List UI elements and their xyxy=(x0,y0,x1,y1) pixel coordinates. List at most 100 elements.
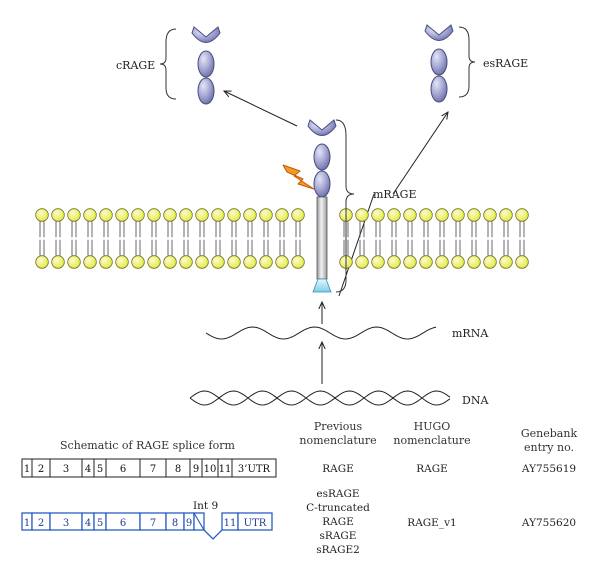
inner-lipid-head xyxy=(227,255,241,269)
outer-lipid-head xyxy=(419,208,433,222)
row2-hugo: RAGE_v1 xyxy=(407,517,456,529)
schematic-header: Schematic of RAGE splice form xyxy=(60,439,235,452)
v1-exon-6: 6 xyxy=(120,518,126,529)
esrage-protein xyxy=(424,24,454,103)
v1-exon-3: 3 xyxy=(63,518,69,529)
outer-lipid-head xyxy=(275,208,289,222)
esrage-label: esRAGE xyxy=(483,57,528,70)
crage-v-domain xyxy=(191,26,221,43)
crage-label: cRAGE xyxy=(116,59,155,72)
inner-lipid-head xyxy=(195,255,209,269)
inner-lipid-head xyxy=(243,255,257,269)
v1-exon-7: 7 xyxy=(150,518,156,529)
rage-splice-schematic: 1 2 3 4 5 6 7 8 9 10 11 3’UTR xyxy=(21,458,277,478)
outer-lipid-head xyxy=(211,208,225,222)
exon-8: 8 xyxy=(175,464,181,475)
inner-lipid-head xyxy=(291,255,305,269)
outer-lipid-head xyxy=(355,208,369,222)
outer-lipid-head xyxy=(499,208,513,222)
outer-lipid-head xyxy=(195,208,209,222)
lipid-bilayer xyxy=(35,208,529,269)
inner-lipid-head xyxy=(131,255,145,269)
v1-exon-9: 9 xyxy=(186,518,192,529)
inner-lipid-head xyxy=(275,255,289,269)
mrage-c2-domain xyxy=(313,170,331,198)
outer-lipid-head xyxy=(35,208,49,222)
outer-lipid-head xyxy=(163,208,177,222)
outer-lipid-head xyxy=(99,208,113,222)
outer-lipid-head xyxy=(435,208,449,222)
mrage-cytoplasmic-tail xyxy=(312,278,332,293)
v1-exon-11: 11 xyxy=(224,518,237,529)
exon-6: 6 xyxy=(120,464,126,475)
ligand-lightning-icon xyxy=(282,164,315,190)
outer-lipid-head xyxy=(179,208,193,222)
inner-lipid-head xyxy=(67,255,81,269)
crage-bracket xyxy=(159,28,177,100)
inner-lipid-head xyxy=(35,255,49,269)
inner-lipid-head xyxy=(83,255,97,269)
esrage-c2-domain xyxy=(430,75,448,103)
outer-lipid-head xyxy=(131,208,145,222)
outer-lipid-head xyxy=(467,208,481,222)
mrna-label: mRNA xyxy=(452,327,489,340)
exon-9: 9 xyxy=(193,464,199,475)
esrage-splice-schematic: 1 2 3 4 5 6 7 8 9 11 UTR xyxy=(21,512,273,540)
inner-lipid-head xyxy=(403,255,417,269)
exon-5: 5 xyxy=(97,464,103,475)
outer-lipid-head xyxy=(115,208,129,222)
exon-utr: 3’UTR xyxy=(238,464,271,475)
v1-exon-5: 5 xyxy=(97,518,103,529)
outer-lipid-head xyxy=(83,208,97,222)
mrage-label: mRAGE xyxy=(373,188,416,201)
outer-lipid-head xyxy=(451,208,465,222)
outer-lipid-head xyxy=(387,208,401,222)
mrage-v-domain xyxy=(307,119,337,136)
row2-previous-3: RAGE xyxy=(322,516,354,528)
mrage-c1-domain xyxy=(313,143,331,171)
exon-4: 4 xyxy=(85,464,91,475)
mrage-transmembrane-domain xyxy=(316,196,328,280)
inner-lipid-head xyxy=(115,255,129,269)
outer-lipid-head xyxy=(259,208,273,222)
mrage-protein xyxy=(307,119,337,293)
inner-lipid-head xyxy=(163,255,177,269)
exon-3: 3 xyxy=(63,464,69,475)
v1-exon-2: 2 xyxy=(38,518,44,529)
exon-2: 2 xyxy=(38,464,44,475)
previous-header-line1: Previous xyxy=(314,420,363,433)
outer-lipid-head xyxy=(291,208,305,222)
row2-previous-4: sRAGE xyxy=(320,530,357,542)
inner-lipid-head xyxy=(259,255,273,269)
hugo-header-line2: nomenclature xyxy=(393,434,470,447)
v1-exon-utr: UTR xyxy=(244,518,267,529)
inner-lipid-head xyxy=(99,255,113,269)
row2-previous-2: C-truncated xyxy=(306,502,370,514)
inner-lipid-head xyxy=(179,255,193,269)
esrage-v-domain xyxy=(424,24,454,41)
outer-lipid-head xyxy=(483,208,497,222)
row1-genebank: AY755619 xyxy=(521,463,576,475)
inner-lipid-head xyxy=(147,255,161,269)
outer-lipid-head xyxy=(147,208,161,222)
inner-lipid-head xyxy=(387,255,401,269)
inner-lipid-head xyxy=(211,255,225,269)
outer-lipid-head xyxy=(403,208,417,222)
inner-lipid-head xyxy=(371,255,385,269)
inner-lipid-head xyxy=(499,255,513,269)
outer-lipid-head xyxy=(243,208,257,222)
previous-header-line2: nomenclature xyxy=(299,434,376,447)
row1-hugo: RAGE xyxy=(416,463,448,475)
mrage-bracket xyxy=(335,119,355,293)
inner-lipid-head xyxy=(515,255,529,269)
inner-lipid-head xyxy=(435,255,449,269)
crage-c2-domain xyxy=(197,77,215,105)
exon-10: 10 xyxy=(204,464,217,475)
inner-lipid-head xyxy=(419,255,433,269)
row2-genebank: AY755620 xyxy=(521,517,576,529)
inner-lipid-head xyxy=(51,255,65,269)
dna-strand-1 xyxy=(189,390,451,406)
arrow-to-esrage xyxy=(392,112,448,195)
inner-lipid-head xyxy=(467,255,481,269)
